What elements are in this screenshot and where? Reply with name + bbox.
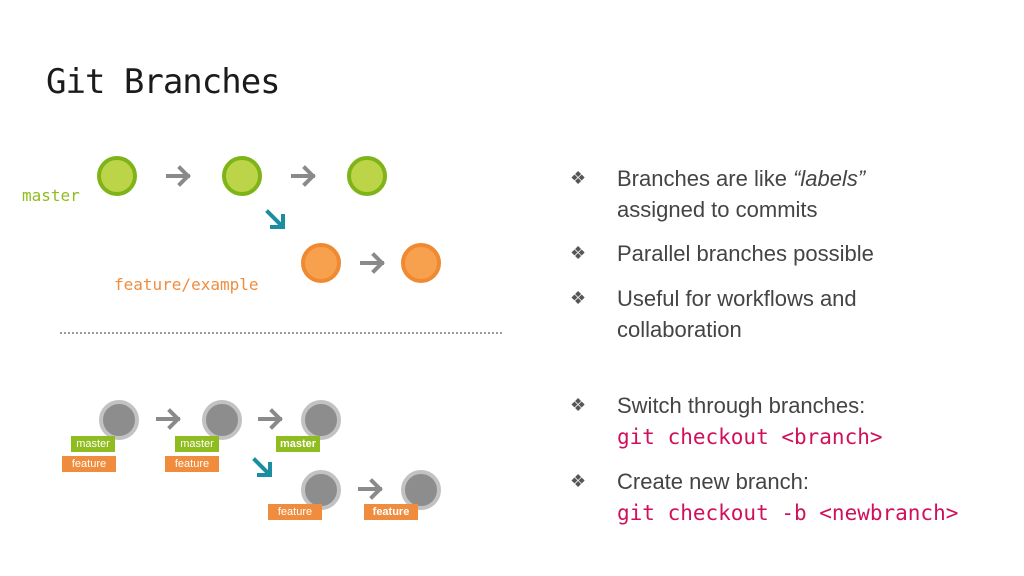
right-arrow-icon	[291, 165, 316, 187]
right-arrow-icon	[258, 408, 283, 430]
feature-tag: feature	[62, 456, 116, 472]
master-commit-1	[97, 156, 137, 196]
feature-tag: feature	[364, 504, 418, 520]
master-tag: master	[175, 436, 219, 452]
right-arrow-icon	[360, 252, 385, 274]
bullet-text: Parallel branches possible	[617, 241, 874, 266]
bullet-text: Switch through branches:	[617, 393, 866, 418]
down-right-arrow-icon	[265, 209, 285, 229]
feature-tag: feature	[165, 456, 219, 472]
feature-commit-2	[401, 243, 441, 283]
bullet-text: collaboration	[617, 317, 742, 342]
commit-gray-2	[202, 400, 242, 440]
bullet-text: Create new branch:	[617, 469, 809, 494]
commit-gray-4	[301, 470, 341, 510]
diamond-bullet-icon: ❖	[570, 395, 587, 415]
commit-gray-1	[99, 400, 139, 440]
commit-gray-3	[301, 400, 341, 440]
divider	[60, 332, 502, 334]
master-branch-label: master	[22, 186, 80, 205]
code-snippet: git checkout -b <newbranch>	[617, 501, 959, 525]
master-commit-2	[222, 156, 262, 196]
diamond-bullet-icon: ❖	[570, 471, 587, 491]
bullet-text: Branches are like	[617, 166, 794, 191]
feature-commit-1	[301, 243, 341, 283]
feature-branch-label: feature/example	[114, 275, 259, 294]
bullet-emphasis: “labels”	[793, 166, 866, 191]
page-title: Git Branches	[46, 62, 281, 102]
feature-tag: feature	[268, 504, 322, 520]
bullet-text: assigned to commits	[617, 197, 818, 222]
right-arrow-icon	[358, 478, 383, 500]
right-arrow-icon	[166, 165, 191, 187]
diamond-bullet-icon: ❖	[570, 243, 587, 263]
master-tag: master	[71, 436, 115, 452]
down-right-arrow-icon	[252, 457, 272, 477]
code-snippet: git checkout <branch>	[617, 425, 883, 449]
diamond-bullet-icon: ❖	[570, 288, 587, 308]
commit-gray-5	[401, 470, 441, 510]
diamond-bullet-icon: ❖	[570, 168, 587, 188]
master-commit-3	[347, 156, 387, 196]
bullet-text: Useful for workflows and	[617, 286, 857, 311]
right-arrow-icon	[156, 408, 181, 430]
master-tag: master	[276, 436, 320, 452]
